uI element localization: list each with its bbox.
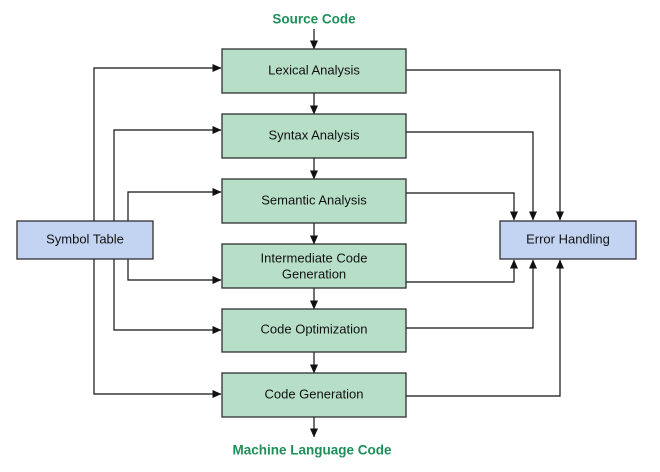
syntax-to-error-handling (406, 131, 537, 221)
error-handling-connectors (406, 69, 564, 397)
symbol-table-to-syntax (113, 126, 222, 221)
phase-label-line-2: Generation (282, 266, 346, 281)
error-handling-box: Error Handling (499, 220, 637, 260)
error-handling-label: Error Handling (526, 231, 610, 246)
phase-label: Lexical Analysis (268, 62, 360, 77)
symbol-table-to-semantic (127, 188, 222, 221)
phase-lexical-analysis: Lexical Analysis (221, 48, 407, 94)
semantic-to-error-handling (406, 192, 518, 221)
generation-to-error-handling (406, 259, 564, 397)
phase-label: Code Generation (264, 386, 363, 401)
lexical-to-error-handling (406, 69, 564, 221)
symbol-table-to-generation (93, 259, 222, 398)
phase-syntax-analysis: Syntax Analysis (221, 113, 407, 159)
phase-label: Semantic Analysis (261, 192, 367, 207)
phase-code-generation: Code Generation (221, 372, 407, 418)
machine-language-code-label: Machine Language Code (232, 443, 392, 458)
symbol-table-to-lexical (93, 64, 222, 221)
phase-label: Code Optimization (261, 321, 368, 336)
symbol-table-to-intermediate (127, 259, 222, 284)
phase-intermediate-code-generation: Intermediate Code Generation (221, 243, 407, 289)
phase-label-line-1: Intermediate Code (261, 250, 368, 265)
symbol-table-box: Symbol Table (16, 220, 154, 260)
symbol-table-connectors (93, 64, 222, 398)
optimization-to-error-handling (406, 259, 537, 329)
intermediate-to-error-handling (406, 259, 518, 283)
phase-semantic-analysis: Semantic Analysis (221, 178, 407, 224)
phase-label: Syntax Analysis (268, 127, 360, 142)
phase-code-optimization: Code Optimization (221, 308, 407, 353)
symbol-table-label: Symbol Table (46, 231, 124, 246)
source-code-label: Source Code (272, 12, 356, 27)
symbol-table-to-optimization (113, 259, 222, 334)
